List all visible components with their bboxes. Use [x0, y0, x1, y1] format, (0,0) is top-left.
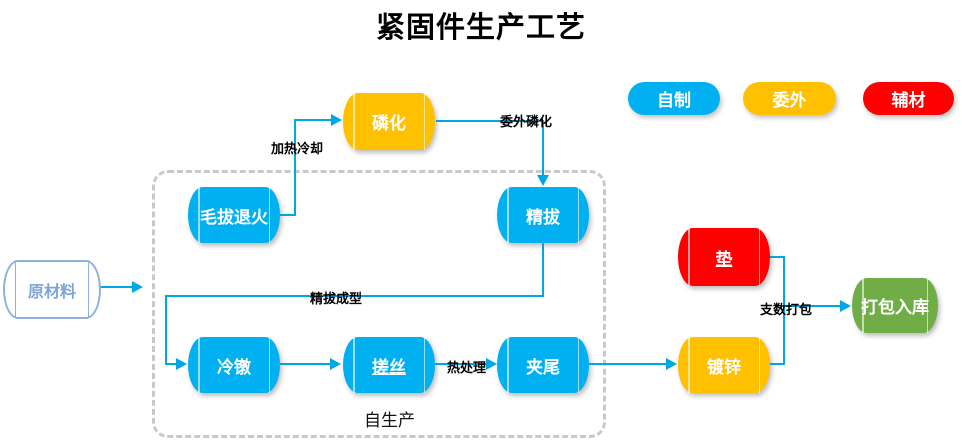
node-label: 夹尾	[526, 357, 560, 377]
connector-line	[165, 295, 544, 297]
arrowhead	[331, 114, 342, 126]
connector-line	[783, 256, 785, 365]
connector-line	[435, 363, 487, 365]
node-label: 垫	[715, 249, 733, 269]
node-galvanize[interactable]: 镀锌	[678, 337, 770, 393]
edge-label-outsourced-phosphating: 委外磷化	[500, 114, 553, 129]
node-tail-clamp[interactable]: 夹尾	[497, 337, 589, 393]
node-pack-warehouse[interactable]: 打包入库	[852, 278, 938, 333]
node-label: 原材料	[27, 283, 76, 301]
legend-label: 委外	[772, 91, 807, 110]
node-label: 磷化	[372, 114, 406, 133]
legend-pill-self-made[interactable]: 自制	[628, 82, 720, 115]
arrowhead	[176, 358, 187, 370]
connector-line	[542, 243, 544, 297]
connector-line	[280, 363, 331, 365]
node-label: 毛拔退火	[200, 207, 268, 227]
node-washer[interactable]: 垫	[678, 228, 770, 286]
legend-pill-outsourced[interactable]: 委外	[743, 82, 836, 115]
node-label: 镀锌	[707, 357, 741, 377]
connector-line	[165, 295, 167, 365]
connector-line	[770, 256, 785, 258]
arrowhead	[666, 358, 677, 370]
legend-label: 辅材	[891, 91, 926, 110]
arrowhead	[132, 281, 143, 293]
connector-line	[97, 286, 133, 288]
node-label: 打包入库	[861, 298, 929, 317]
page-title: 紧固件生产工艺	[375, 10, 586, 44]
arrowhead	[840, 300, 851, 312]
connector-line	[294, 120, 296, 215]
node-cold-heading[interactable]: 冷镦	[188, 337, 280, 393]
connector-line	[279, 214, 296, 216]
legend-pill-auxiliary[interactable]: 辅材	[863, 82, 954, 115]
node-raw-material[interactable]: 原材料	[3, 260, 101, 319]
node-label: 搓丝	[372, 357, 406, 377]
edge-label-heat-cooling: 加热冷却	[271, 141, 324, 156]
edge-label-fine-draw-forming: 精拔成型	[310, 291, 363, 306]
connector-line	[770, 363, 784, 365]
arrowhead	[537, 175, 549, 186]
arrowhead	[330, 358, 341, 370]
connector-line	[436, 120, 544, 122]
node-fine-draw[interactable]: 精拔	[497, 187, 589, 243]
node-label: 冷镦	[217, 357, 251, 377]
connector-line	[542, 120, 544, 176]
legend-label: 自制	[657, 91, 691, 110]
node-thread-rolling[interactable]: 搓丝	[343, 337, 435, 393]
edge-label-heat-treatment: 热处理	[447, 360, 487, 375]
connector-line	[165, 363, 178, 365]
node-label: 精拔	[526, 207, 560, 227]
edge-label-count-packing: 支数打包	[760, 302, 813, 317]
node-phosphating[interactable]: 磷化	[343, 93, 435, 150]
node-rough-draw-anneal[interactable]: 毛拔退火	[188, 187, 280, 243]
connector-line	[589, 363, 667, 365]
arrowhead	[486, 358, 497, 370]
connector-line	[784, 305, 841, 307]
group-label: 自生产	[364, 411, 415, 431]
self-production-group-box	[152, 170, 606, 438]
connector-line	[294, 119, 332, 121]
